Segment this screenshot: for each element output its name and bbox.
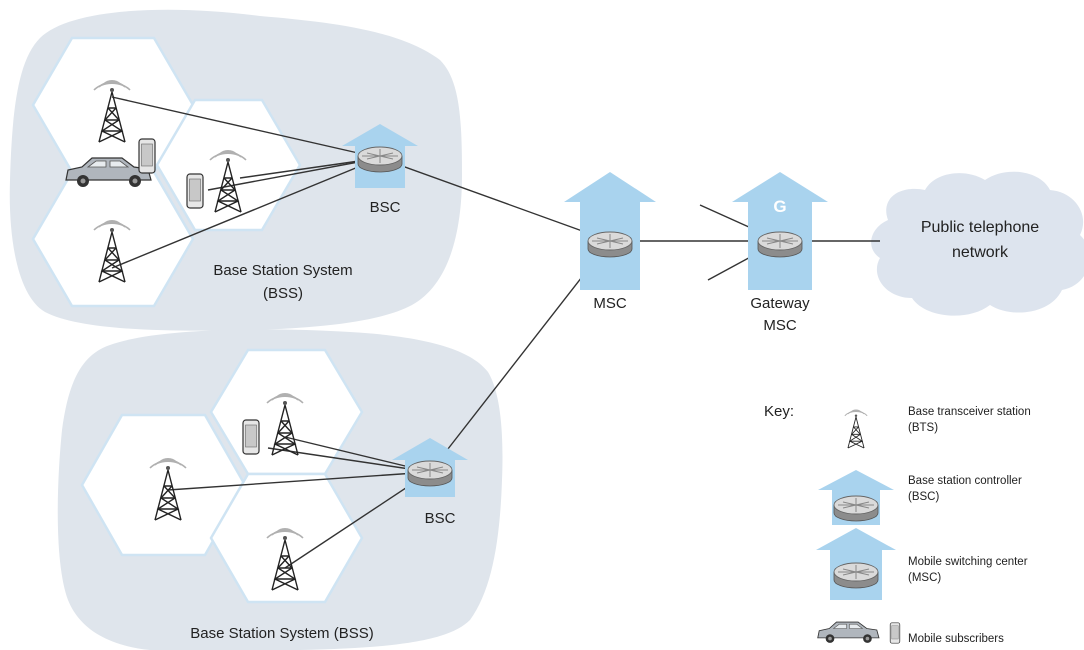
bss-top-label: Base Station System [213, 262, 352, 279]
legend-msc-line1: Mobile switching center [908, 556, 1028, 568]
legend-bts-line1: Base transceiver station [908, 406, 1031, 418]
legend-car-icon [817, 621, 880, 644]
bsc-bottom-label: BSC [425, 510, 456, 527]
bsc-top-router-icon [357, 146, 403, 173]
gateway-label-line1: Gateway [750, 295, 810, 312]
pstn-cloud [871, 171, 1084, 316]
bsc-top-label: BSC [370, 199, 401, 216]
legend-bts-line2: (BTS) [908, 422, 938, 434]
legend-tower-icon [844, 409, 868, 449]
msc-router-icon [587, 231, 633, 258]
legend-subscribers: Mobile subscribers [908, 633, 1004, 645]
pstn-label-line1: Public telephone [921, 219, 1039, 236]
legend-bsc-line2: (BSC) [908, 491, 939, 503]
legend-bsc-router-icon [833, 495, 879, 522]
msc-label: MSC [593, 295, 627, 312]
pstn-label-line2: network [952, 244, 1009, 261]
bsc-bottom-router-icon [407, 460, 453, 487]
house-icon [564, 172, 656, 290]
legend: Key: Base transceiver station (BTS) Base… [764, 403, 1031, 645]
phone-icon [242, 419, 260, 455]
gateway-badge: G [773, 197, 786, 216]
bss-bottom-label: Base Station System (BSS) [190, 625, 373, 642]
legend-title: Key: [764, 403, 794, 420]
gateway-msc-router-icon [757, 231, 803, 258]
house-icon [732, 172, 828, 290]
legend-msc-line2: (MSC) [908, 572, 941, 584]
phone-icon [186, 173, 204, 209]
legend-bsc-line1: Base station controller [908, 475, 1022, 487]
legend-msc-router-icon [833, 562, 879, 589]
phone-icon [138, 138, 156, 174]
bss-top-abbr-label: (BSS) [263, 285, 303, 302]
gateway-label-line2: MSC [763, 317, 797, 334]
legend-phone-icon [889, 622, 901, 644]
